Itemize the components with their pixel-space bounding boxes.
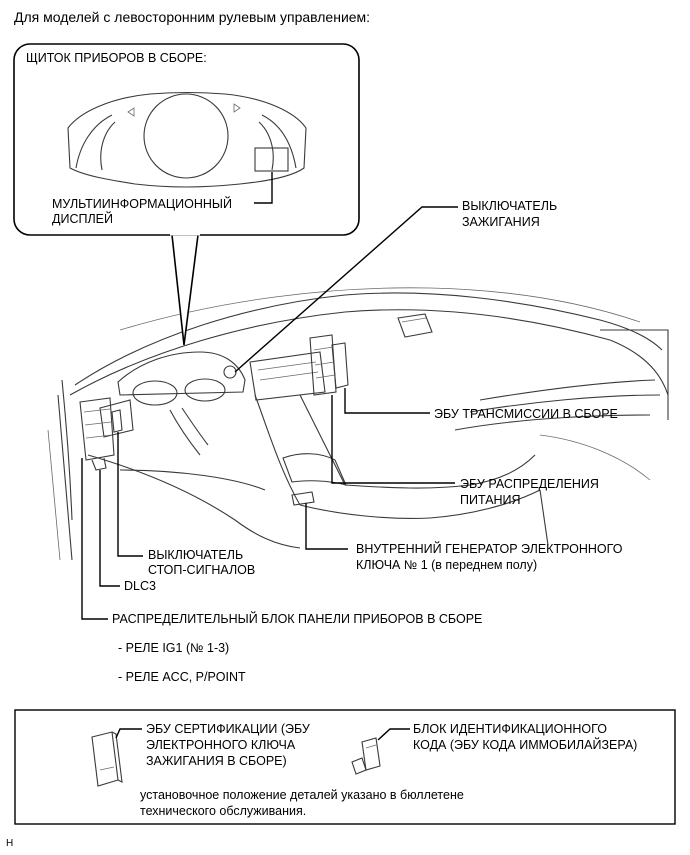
certification-ecu-label-2: ЭЛЕКТРОННОГО КЛЮЧА <box>146 738 296 752</box>
callout-title: ЩИТОК ПРИБОРОВ В СБОРЕ: <box>26 51 207 65</box>
certification-ecu-icon <box>91 731 123 787</box>
multi-information-display <box>254 147 289 172</box>
transmission-ecu-label: ЭБУ ТРАНСМИССИИ В СБОРЕ <box>434 407 618 421</box>
id-code-box-icon <box>351 737 381 775</box>
power-distribution-ecu-label-2: ПИТАНИЯ <box>460 493 521 507</box>
display-label-line-1: МУЛЬТИИНФОРМАЦИОННЫЙ <box>52 196 232 211</box>
ignition-switch-label-2: ЗАЖИГАНИЯ <box>462 215 540 229</box>
key-oscillator-label-2: КЛЮЧА № 1 (в переднем полу) <box>356 558 537 572</box>
note-line-1: установочное положение деталей указано в… <box>140 788 464 802</box>
id-code-box-label-2: КОДА (ЭБУ КОДА ИММОБИЛАЙЗЕРА) <box>413 737 637 752</box>
dlc3-label: DLC3 <box>124 579 156 593</box>
certification-ecu-label-1: ЭБУ СЕРТИФИКАЦИИ (ЭБУ <box>146 722 310 736</box>
dashboard-illustration <box>47 287 669 561</box>
junction-block-label: РАСПРЕДЕЛИТЕЛЬНЫЙ БЛОК ПАНЕЛИ ПРИБОРОВ В… <box>112 611 482 626</box>
leader-lines <box>81 206 458 620</box>
id-code-box-label-1: БЛОК ИДЕНТИФИКАЦИОННОГО <box>413 722 607 736</box>
legend-box: ЭБУ СЕРТИФИКАЦИИ (ЭБУ ЭЛЕКТРОННОГО КЛЮЧА… <box>14 709 676 825</box>
key-oscillator-label-1: ВНУТРЕННИЙ ГЕНЕРАТОР ЭЛЕКТРОННОГО <box>356 541 623 556</box>
relay-acc-label: - РЕЛЕ ACC, P/POINT <box>118 670 246 684</box>
figure-code: H <box>6 838 13 849</box>
page-title: Для моделей с левосторонним рулевым упра… <box>14 9 370 25</box>
certification-ecu-label-3: ЗАЖИГАНИЯ В СБОРЕ) <box>146 754 287 768</box>
note-line-2: технического обслуживания. <box>140 804 306 818</box>
stop-light-switch-label-1: ВЫКЛЮЧАТЕЛЬ <box>148 548 243 562</box>
relay-ig1-label: - РЕЛЕ IG1 (№ 1-3) <box>118 641 229 655</box>
instrument-cluster-drawing <box>67 91 307 188</box>
display-label-line-2: ДИСПЛЕЙ <box>52 211 113 226</box>
stop-light-switch-label-2: СТОП-СИГНАЛОВ <box>148 563 255 577</box>
instrument-cluster-callout: ЩИТОК ПРИБОРОВ В СБОРЕ: МУЛЬТИИНФОРМАЦИО… <box>13 43 360 346</box>
power-distribution-ecu-label-1: ЭБУ РАСПРЕДЕЛЕНИЯ <box>460 477 599 491</box>
ignition-switch-label-1: ВЫКЛЮЧАТЕЛЬ <box>462 199 557 213</box>
